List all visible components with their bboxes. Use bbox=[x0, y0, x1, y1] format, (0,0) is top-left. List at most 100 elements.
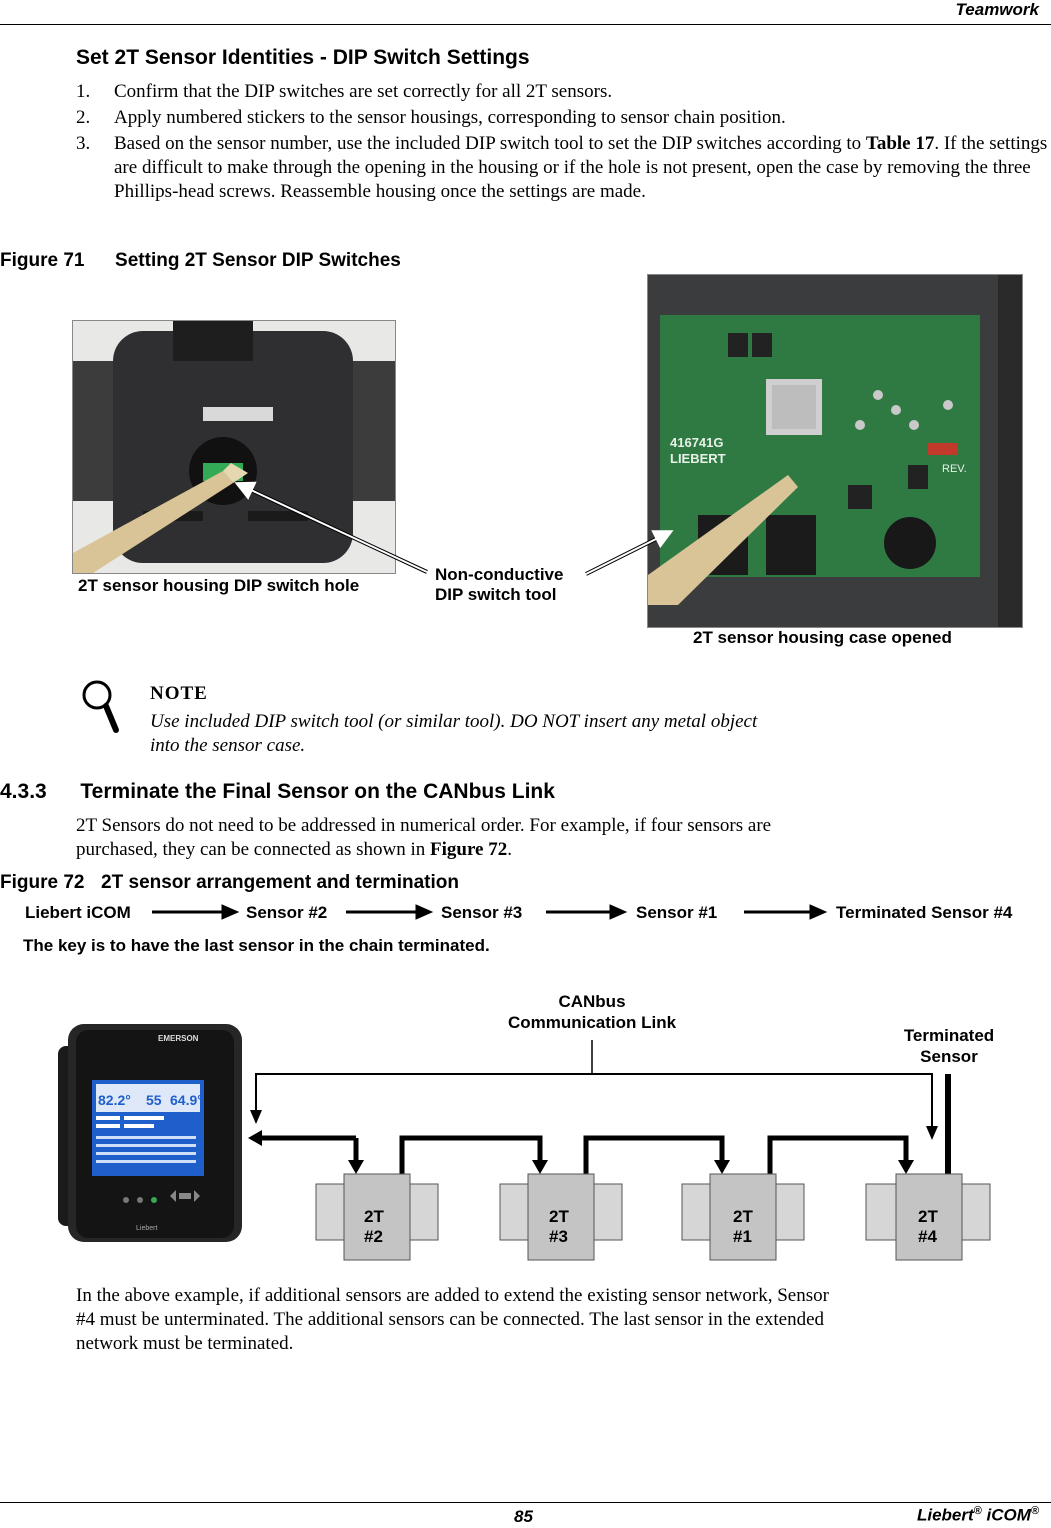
step-text: Based on the sensor number, use the incl… bbox=[114, 133, 866, 154]
circuit-board-photo: 416741G LIEBERT REV. bbox=[647, 274, 1023, 628]
step-text: Apply numbered stickers to the sensor ho… bbox=[114, 107, 786, 128]
board-rev: REV. bbox=[942, 463, 967, 475]
chain-arrowhead-3 bbox=[609, 904, 628, 920]
canbus-wiring bbox=[248, 1040, 991, 1261]
step-number: 3. bbox=[76, 133, 91, 154]
sensor-2T-2 bbox=[315, 1173, 439, 1261]
canbus-label-line1: CANbus bbox=[558, 992, 626, 1011]
step-number: 2. bbox=[76, 107, 91, 128]
canbus-label-line2: Communication Link bbox=[507, 1013, 677, 1032]
tool-label: Non-conductive DIP switch tool bbox=[435, 565, 563, 605]
chain-arrowhead-1 bbox=[221, 904, 240, 920]
icom-display-device: EMERSON 82.2° 55 64.9° Liebert bbox=[58, 1020, 244, 1246]
figure71-caption: Figure 71 Setting 2T Sensor DIP Switches bbox=[0, 250, 401, 272]
chain-item-sensor3: Sensor #3 bbox=[441, 903, 523, 922]
sensor-label-line1: 2T bbox=[364, 1207, 384, 1226]
figure71-title: Setting 2T Sensor DIP Switches bbox=[115, 250, 401, 271]
section-433-number: 4.3.3 bbox=[0, 780, 47, 803]
figure-reference: Figure 72 bbox=[430, 839, 508, 860]
section-433-heading: 4.3.3 Terminate the Final Sensor on the … bbox=[0, 780, 555, 804]
link-sensor2-sensor3 bbox=[399, 1135, 543, 1174]
footer-rule bbox=[0, 1502, 1051, 1503]
figure72-label: Figure 72 bbox=[0, 872, 85, 893]
icom-footer-brand: Liebert bbox=[136, 1225, 158, 1232]
sensor-label-line2: #4 bbox=[918, 1227, 937, 1246]
sensor-label-line2: #2 bbox=[364, 1227, 383, 1246]
sensor-label-line1: 2T bbox=[549, 1207, 569, 1226]
step-text: Confirm that the DIP switches are set co… bbox=[114, 81, 613, 102]
footer-product-name: iCOM bbox=[981, 1505, 1031, 1525]
closing-paragraph: In the above example, if additional sens… bbox=[76, 1284, 1048, 1356]
terminated-label-line1: Terminated bbox=[903, 1026, 995, 1045]
sensor-label-4: 2T #4 bbox=[918, 1207, 938, 1247]
figure71-pointers bbox=[234, 481, 674, 576]
closing-line2: #4 must be unterminated. The additional … bbox=[76, 1309, 825, 1330]
icom-value-1: 82.2° bbox=[98, 1092, 131, 1108]
sensor-label-2: 2T #2 bbox=[364, 1207, 384, 1247]
link-sensor3-sensor1 bbox=[583, 1135, 725, 1174]
canbus-arrowhead-left bbox=[250, 1110, 262, 1124]
canbus-top-line bbox=[255, 1073, 933, 1130]
sensor-2T-3 bbox=[499, 1173, 623, 1261]
note-text: Use included DIP switch tool (or similar… bbox=[150, 710, 950, 758]
chain-arrowhead-4 bbox=[809, 904, 828, 920]
board-part-number: 416741G bbox=[670, 435, 724, 450]
sensor-2T-1 bbox=[681, 1173, 805, 1261]
running-header: Teamwork bbox=[955, 0, 1039, 19]
note-line1: Use included DIP switch tool (or similar… bbox=[150, 711, 758, 732]
footer-brand: Liebert® iCOM® bbox=[917, 1505, 1039, 1526]
icom-value-2: 55 bbox=[146, 1092, 162, 1108]
figure72-caption: Figure 72 2T sensor arrangement and term… bbox=[0, 872, 459, 894]
step-text-cont: . If the settings are difficult to make … bbox=[114, 133, 1048, 202]
canbus-arrowhead-right bbox=[926, 1126, 938, 1140]
icom-value-3: 64.9° bbox=[170, 1092, 203, 1108]
link-arrowhead-icom bbox=[248, 1130, 262, 1146]
icom-device-illustration bbox=[58, 1024, 242, 1242]
left-photo-label: 2T sensor housing DIP switch hole bbox=[78, 576, 360, 595]
circuit-board-illustration bbox=[648, 275, 1022, 627]
sensor-2T-4 bbox=[865, 1173, 991, 1261]
para-line2: purchased, they can be connected as show… bbox=[76, 838, 1048, 862]
note-title: NOTE bbox=[150, 683, 208, 704]
table-reference: Table 17 bbox=[865, 133, 935, 154]
header-rule bbox=[0, 24, 1051, 25]
terminated-label: Terminated Sensor bbox=[880, 1025, 1018, 1067]
board-brand: LIEBERT bbox=[670, 451, 726, 466]
note-line2: into the sensor case. bbox=[150, 735, 306, 756]
footer-reg-mark: ® bbox=[973, 1505, 982, 1517]
link-sensor1-sensor4 bbox=[767, 1135, 909, 1174]
closing-line3: network must be terminated. bbox=[76, 1333, 294, 1354]
magnifier-icon bbox=[82, 680, 119, 733]
section-title: Set 2T Sensor Identities - DIP Switch Se… bbox=[76, 46, 530, 69]
sensor-label-line2: #1 bbox=[733, 1227, 752, 1246]
chain-item-sensor1: Sensor #1 bbox=[636, 903, 718, 922]
closing-line1: In the above example, if additional sens… bbox=[76, 1285, 829, 1306]
step-item: 3. Based on the sensor number, use the i… bbox=[76, 132, 1048, 204]
chain-arrows bbox=[152, 904, 828, 920]
page-number: 85 bbox=[514, 1507, 533, 1526]
para-line1: 2T Sensors do not need to be addressed i… bbox=[76, 815, 772, 836]
pointer-line-left bbox=[234, 481, 428, 573]
chain-item-sensor4: Terminated Sensor #4 bbox=[836, 903, 1013, 922]
chain-item-sensor2: Sensor #2 bbox=[246, 903, 328, 922]
chain-arrowhead-2 bbox=[415, 904, 434, 920]
icom-brand: EMERSON bbox=[158, 1034, 199, 1043]
figure71-label: Figure 71 bbox=[0, 250, 85, 271]
sensor-label-line1: 2T bbox=[918, 1207, 938, 1226]
step-number: 1. bbox=[76, 81, 91, 102]
para-line2-end: . bbox=[507, 839, 512, 860]
step-item: 2. Apply numbered stickers to the sensor… bbox=[76, 106, 1048, 130]
para-line2-text: purchased, they can be connected as show… bbox=[76, 839, 431, 860]
canbus-label: CANbus Communication Link bbox=[480, 991, 704, 1033]
footer-brand-name: Liebert bbox=[916, 1505, 974, 1525]
sensor-label-1: 2T #1 bbox=[733, 1207, 753, 1247]
sensor-label-line1: 2T bbox=[733, 1207, 753, 1226]
figure72-title: 2T sensor arrangement and termination bbox=[101, 872, 459, 893]
footer-reg-mark-2: ® bbox=[1030, 1505, 1039, 1517]
pointer-line-right bbox=[585, 530, 674, 575]
right-photo-label: 2T sensor housing case opened bbox=[693, 628, 952, 647]
key-text: The key is to have the last sensor in th… bbox=[23, 936, 490, 955]
sensor-label-line2: #3 bbox=[549, 1227, 568, 1246]
tool-label-line2: DIP switch tool bbox=[435, 585, 557, 604]
section-433-title: Terminate the Final Sensor on the CANbus… bbox=[80, 780, 555, 803]
